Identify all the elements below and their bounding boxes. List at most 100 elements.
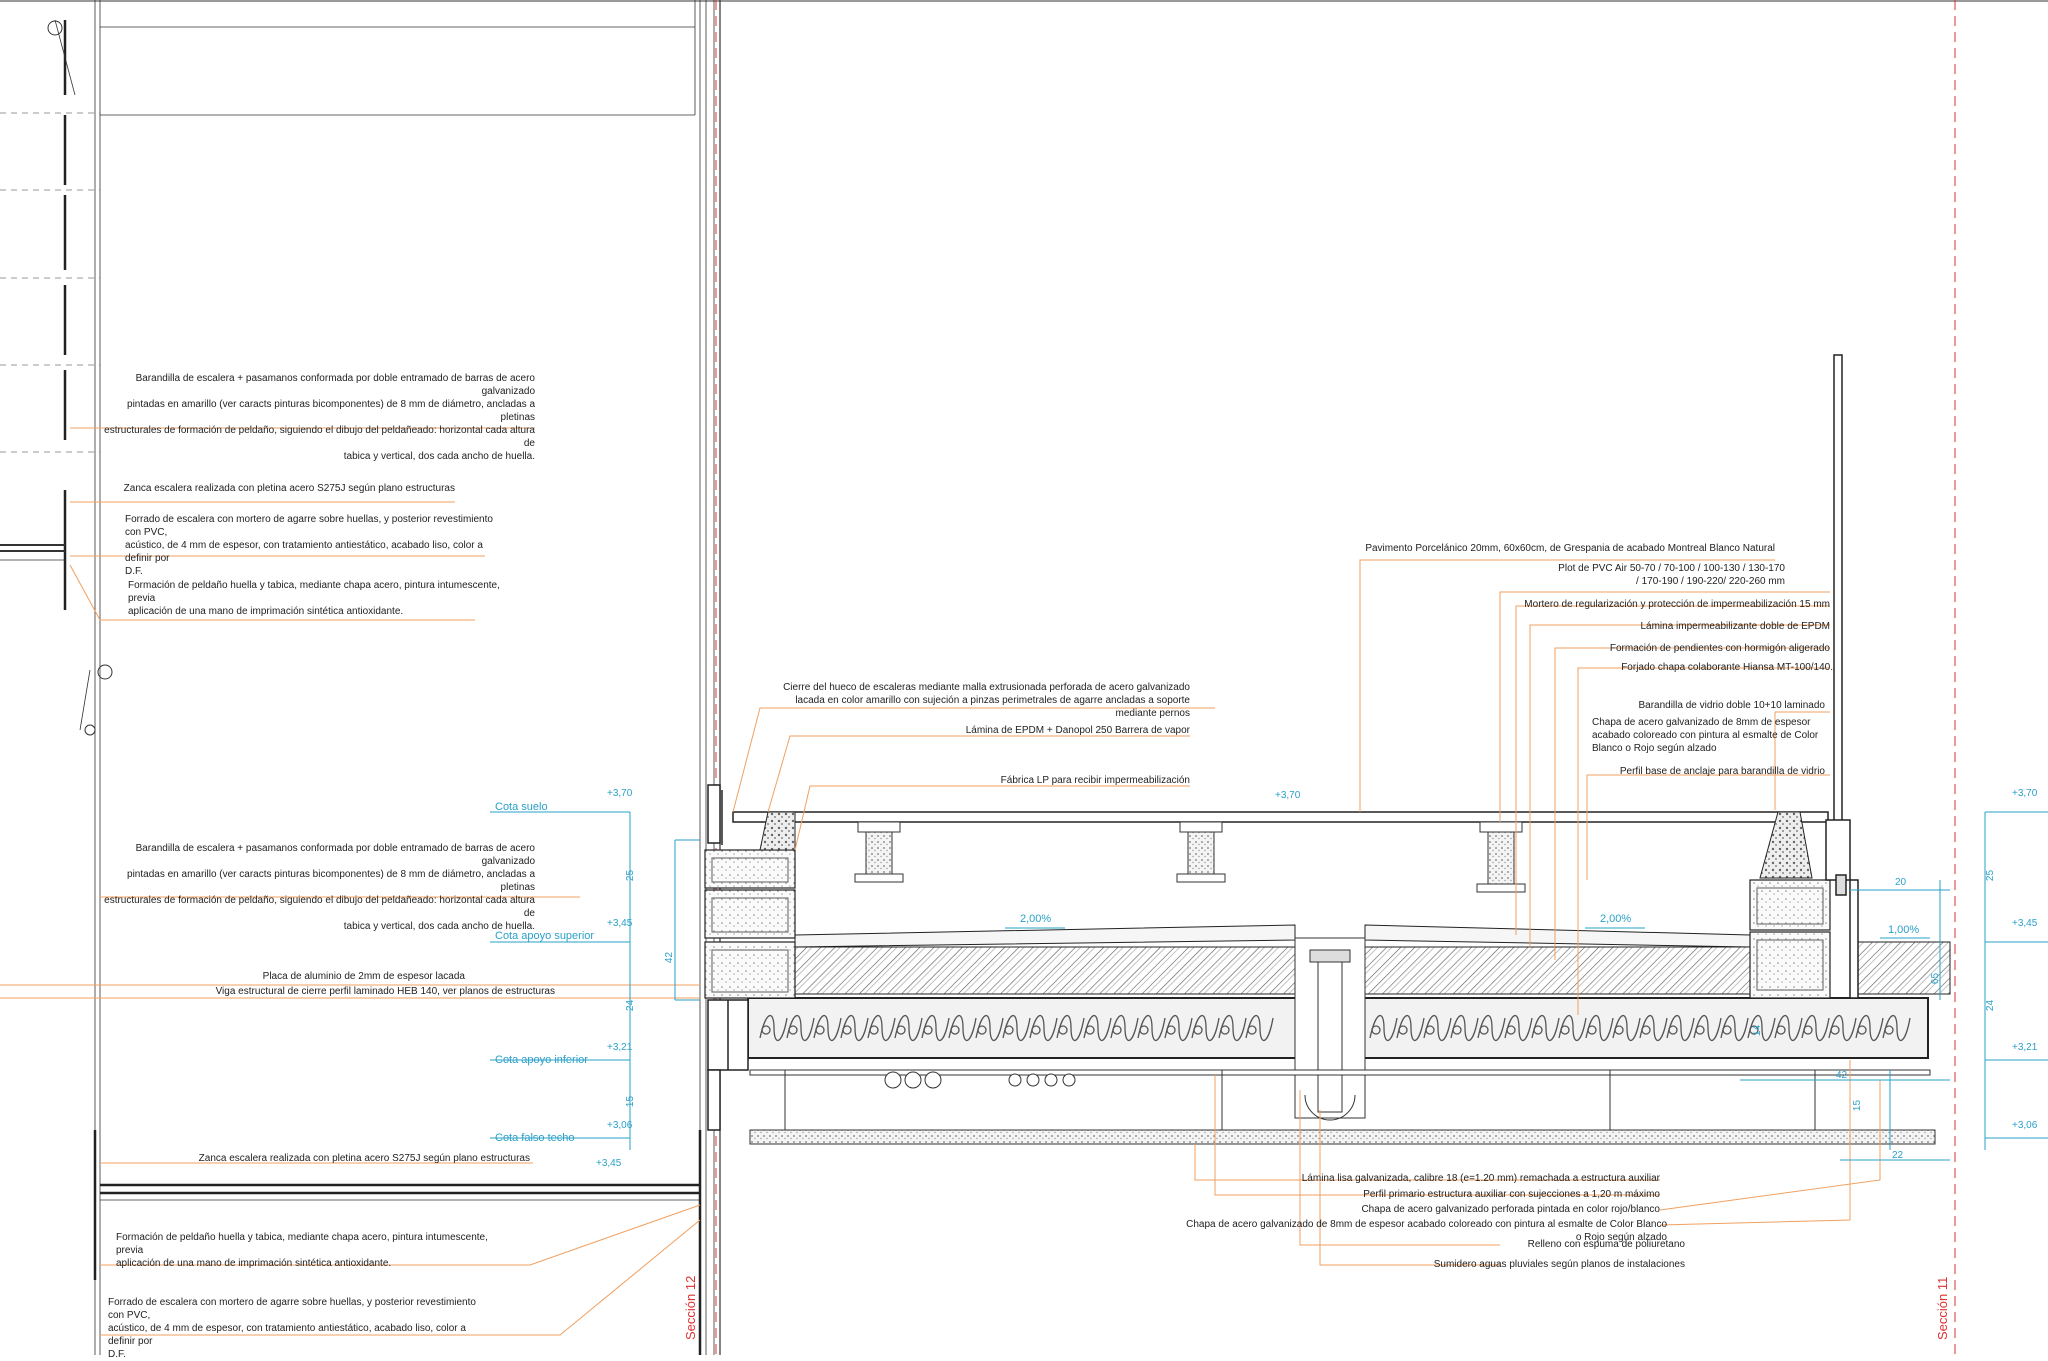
slope-left: 2,00%: [1020, 913, 1052, 925]
slab-rib: [1056, 1015, 1085, 1041]
right-dim-25: 25: [1985, 869, 1997, 882]
right-level-0: +3,70: [2012, 788, 2038, 799]
right-level-3: +3,06: [2012, 1120, 2038, 1131]
note-porcelain-pavement: Pavimento Porcelánico 20mm, 60x60cm, de …: [1365, 543, 1775, 554]
slab-rib-hole: [896, 1025, 906, 1035]
slab-rib: [786, 1015, 815, 1041]
note-rain-drain: Sumidero aguas pluviales según planos de…: [1433, 1259, 1685, 1270]
slab-rib: [975, 1015, 1004, 1041]
note-regularization-mortar: Mortero de regularización y protección d…: [1524, 599, 1830, 610]
slab-rib-hole: [1560, 1025, 1570, 1035]
slab-rib: [1369, 1015, 1398, 1041]
note-step-formation-bottom: Formación de peldaño huella y tabica, me…: [116, 1232, 488, 1269]
small-dim-14: 14: [1752, 1024, 1764, 1037]
slab-rib-hole: [1058, 1025, 1068, 1035]
note-stair-lining-bottom: Forrado de escalera con mortero de agarr…: [108, 1297, 476, 1360]
note-stair-stringer-bottom: Zanca escalera realizada con pletina ace…: [198, 1153, 530, 1164]
slab-rib-hole: [1722, 1025, 1732, 1035]
level-lower-support-value: +3,21: [607, 1042, 633, 1053]
slab-rib-hole: [1830, 1025, 1840, 1035]
note-stair-void-mesh: Cierre del hueco de escaleras mediante m…: [783, 682, 1190, 719]
slab-rib-hole: [1220, 1025, 1230, 1035]
slab-rib: [1218, 1015, 1247, 1041]
slab-rib-hole: [1614, 1025, 1624, 1035]
slab-rib: [1164, 1015, 1193, 1041]
slab-rib: [894, 1015, 923, 1041]
slab-rib: [813, 1015, 842, 1041]
slab-rib-hole: [815, 1025, 825, 1035]
slab-rib-hole: [1398, 1025, 1408, 1035]
glass-balustrade: [1825, 354, 1859, 999]
stair-elevation: [0, 0, 702, 1355]
note-balustrade-base-profile: Perfil base de anclaje para barandilla d…: [1619, 766, 1825, 777]
slab-rib-hole: [869, 1025, 879, 1035]
lp-masonry-left: [704, 849, 796, 999]
note-composite-slab: Forjado chapa colaborante Hiansa MT-100/…: [1621, 662, 1833, 673]
note-step-formation-top: Formación de peldaño huella y tabica, me…: [128, 580, 500, 617]
section-label-11: Sección 11: [1935, 1276, 1950, 1340]
slab-rib: [1504, 1015, 1533, 1041]
note-stair-railing-top: Barandilla de escalera + pasamanos confo…: [104, 373, 535, 462]
slab-rib: [1882, 1015, 1911, 1041]
slab-rib-hole: [1506, 1025, 1516, 1035]
right-dim-15: 15: [1852, 1099, 1864, 1112]
lp-masonry-right: [1749, 879, 1831, 999]
section-axes: [715, 0, 1956, 1355]
slab-rib-hole: [1533, 1025, 1543, 1035]
note-glass-balustrade: Barandilla de vidrio doble 10+10 laminad…: [1638, 700, 1825, 711]
section-label-12: Sección 12: [683, 1275, 698, 1340]
slab-rib: [1245, 1015, 1274, 1041]
left-dim-15: 15: [625, 1095, 637, 1108]
note-steel-sheet-bottom: Chapa de acero galvanizado de 8mm de esp…: [1186, 1219, 1667, 1243]
slab-rib: [1191, 1015, 1220, 1041]
level-upper-support-name: Cota apoyo superior: [495, 930, 595, 942]
right-level-1: +3,45: [2012, 918, 2038, 929]
false-ceiling: [749, 1069, 1936, 1145]
slab-rib-hole: [788, 1025, 798, 1035]
rain-drain: [1294, 937, 1366, 1121]
slab-rib: [1774, 1015, 1803, 1041]
note-perforated-sheet: Chapa de acero galvanizado perforada pin…: [1361, 1204, 1660, 1215]
slab-rib-hole: [923, 1025, 933, 1035]
slope-center: 2,00%: [1600, 913, 1632, 925]
slab-rib-hole: [1139, 1025, 1149, 1035]
slab-rib: [1396, 1015, 1425, 1041]
level-floor-value: +3,70: [607, 788, 633, 799]
slab-rib: [867, 1015, 896, 1041]
slab-rib-hole: [1803, 1025, 1813, 1035]
slab-rib-hole: [1695, 1025, 1705, 1035]
note-aluminium-plate: Placa de aluminio de 2mm de espesor laca…: [262, 971, 465, 982]
note-stair-stringer-top: Zanca escalera realizada con pletina ace…: [123, 483, 455, 494]
slab-rib: [1855, 1015, 1884, 1041]
heb140-beam: [707, 784, 749, 1131]
slab-rib: [1801, 1015, 1830, 1041]
right-dim-20: 20: [1895, 877, 1907, 888]
slab-rib: [1083, 1015, 1112, 1041]
slab-rib: [1558, 1015, 1587, 1041]
slab-rib: [1639, 1015, 1668, 1041]
slab-rib-hole: [761, 1025, 771, 1035]
slab-rib-hole: [1641, 1025, 1651, 1035]
slab-rib: [759, 1015, 788, 1041]
level-upper-support-value: +3,45: [607, 918, 633, 929]
level-false-ceiling-name: Cota falso techo: [495, 1132, 575, 1144]
left-dim-24: 24: [625, 999, 637, 1012]
slab-rib: [1666, 1015, 1695, 1041]
level-lower-support-name: Cota apoyo inferior: [495, 1054, 588, 1066]
note-slope-concrete: Formación de pendientes con hormigón ali…: [1609, 643, 1830, 654]
note-steel-sheet-right: Chapa de acero galvanizado de 8mm de esp…: [1592, 717, 1819, 754]
note-galvanized-sheet: Lámina lisa galvanizada, calibre 18 (e=1…: [1301, 1173, 1660, 1184]
slab-rib: [1693, 1015, 1722, 1041]
level-extra-value: +3,45: [596, 1158, 622, 1169]
slab-rib-hole: [950, 1025, 960, 1035]
level-center-value: +3,70: [1275, 790, 1301, 801]
slab-rib: [840, 1015, 869, 1041]
slab-rib: [1531, 1015, 1560, 1041]
note-stair-lining-top: Forrado de escalera con mortero de agarr…: [125, 514, 493, 577]
left-dim-42: 42: [664, 951, 676, 964]
left-dim-25: 25: [625, 869, 637, 882]
note-stair-railing-bottom: Barandilla de escalera + pasamanos confo…: [104, 843, 535, 932]
note-polyurethane-fill: Relleno con espuma de poliuretano: [1527, 1239, 1685, 1250]
slab-rib-hole: [1371, 1025, 1381, 1035]
